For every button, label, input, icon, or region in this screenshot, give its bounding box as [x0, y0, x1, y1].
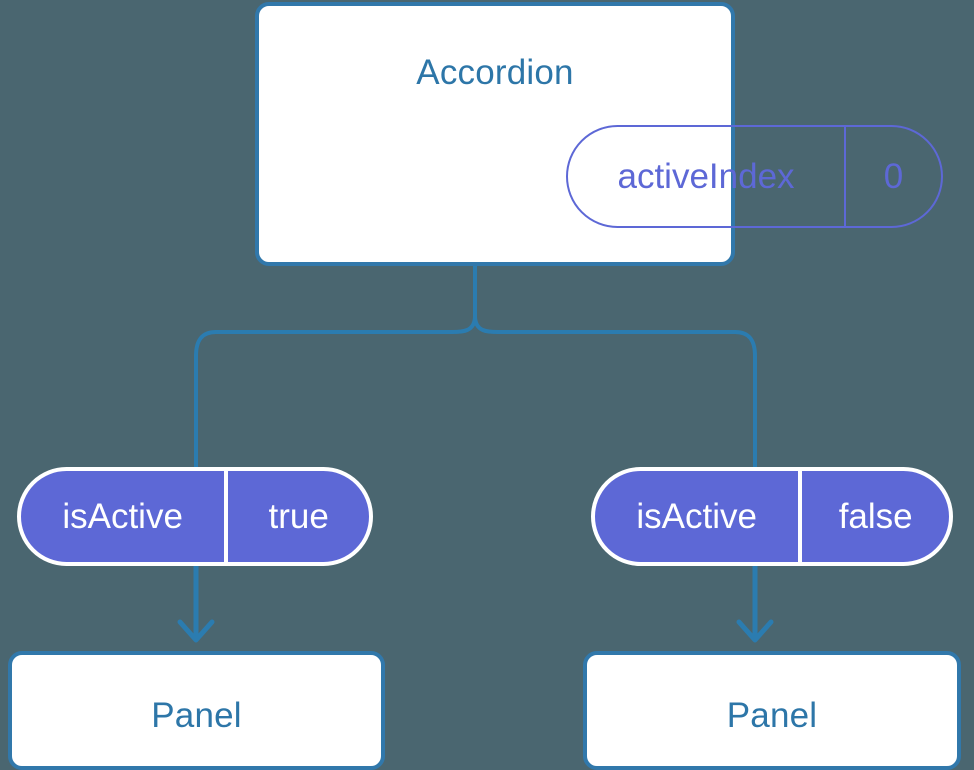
prop-pill-isactive-false[interactable]: isActive false [591, 467, 953, 566]
prop-pill-key: isActive [595, 471, 803, 562]
prop-pill-isactive-true[interactable]: isActive true [17, 467, 373, 566]
prop-pill-value: false [838, 496, 913, 536]
state-pill-value: 0 [883, 156, 904, 196]
component-title-panel: Panel [726, 696, 818, 735]
component-card-accordion[interactable]: Accordion activeIndex 0 [255, 2, 943, 266]
arrow-head-left [177, 619, 215, 643]
state-pill-key: activeIndex [568, 127, 847, 226]
component-title-panel: Panel [151, 696, 242, 735]
component-title-accordion: Accordion [416, 53, 574, 92]
arrow-head-right [736, 619, 774, 643]
prop-pill-value: true [268, 496, 329, 536]
prop-pill-key: isActive [21, 471, 229, 562]
component-card-panel-left[interactable]: Panel [8, 651, 385, 770]
tree-branch-connector-right [473, 264, 757, 469]
component-card-panel-right[interactable]: Panel [583, 651, 961, 770]
tree-branch-connector [194, 264, 477, 469]
state-pill-activeindex[interactable]: activeIndex 0 [566, 125, 943, 228]
